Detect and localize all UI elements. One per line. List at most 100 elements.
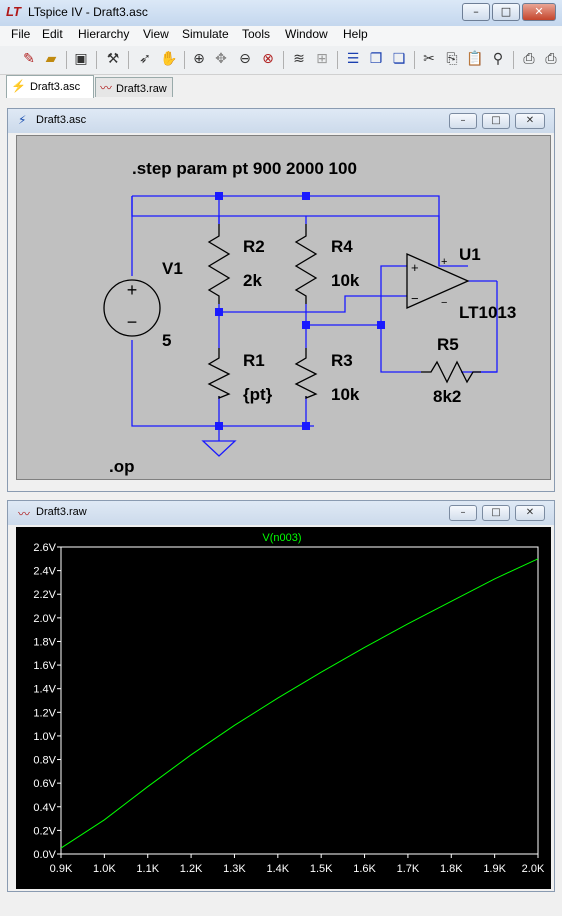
app-title-bar: LT LTspice IV - Draft3.asc – □ ✕ xyxy=(0,0,562,26)
waveform-window-title: Draft3.raw xyxy=(36,506,87,518)
y-tick-label: 2.6V xyxy=(33,542,56,554)
trace-v-n003[interactable] xyxy=(60,558,539,849)
x-tick-label: 1.0K xyxy=(93,863,116,875)
cascade-icon[interactable]: ❐ xyxy=(369,51,383,67)
x-tick-label: 1.5K xyxy=(310,863,333,875)
schematic-drawing[interactable]: + − + − + − xyxy=(17,136,550,479)
autorange-icon[interactable]: ≋ xyxy=(293,51,305,67)
tab-draft3-asc[interactable]: ⚡Draft3.asc xyxy=(6,75,94,98)
schematic-icon: ⚡ xyxy=(11,79,26,93)
tab-label: Draft3.asc xyxy=(29,81,81,93)
document-tabs: ⚡Draft3.asc 〰Draft3.raw xyxy=(0,75,562,99)
y-tick-label: 1.8V xyxy=(33,636,56,648)
schematic-window-title-bar: ⚡ Draft3.asc – □ ✕ xyxy=(8,109,554,133)
toolbar-separator xyxy=(337,51,338,69)
x-tick-label: 1.9K xyxy=(483,863,506,875)
schematic-close-button[interactable]: ✕ xyxy=(515,113,545,129)
tile-vertical-icon[interactable]: ❏ xyxy=(392,51,406,67)
op-directive[interactable]: .op xyxy=(109,457,135,476)
paste-icon[interactable]: 📋 xyxy=(466,51,484,67)
v1-source[interactable]: + − xyxy=(103,196,161,337)
plot-settings-icon[interactable]: ⊞ xyxy=(316,51,328,67)
y-tick-label: 0.0V xyxy=(33,849,56,861)
menu-tools[interactable]: Tools xyxy=(242,27,271,41)
y-tick-label: 1.0V xyxy=(33,731,56,743)
y-tick-label: 2.0V xyxy=(33,613,56,625)
toolbar-separator xyxy=(283,51,284,69)
x-tick-label: 2.0K xyxy=(522,863,545,875)
waveform-minimize-button[interactable]: – xyxy=(449,505,477,521)
plot-frame xyxy=(60,546,539,855)
maximize-button[interactable]: □ xyxy=(492,3,520,21)
close-button[interactable]: ✕ xyxy=(522,3,556,21)
y-tick-label: 0.2V xyxy=(33,825,56,837)
halt-icon[interactable]: ✋ xyxy=(160,51,178,67)
junction-dots xyxy=(215,192,385,430)
r5-resistor[interactable] xyxy=(421,360,481,384)
menu-help[interactable]: Help xyxy=(343,27,368,41)
waveform-icon: 〰 xyxy=(100,81,113,95)
toolbar-separator xyxy=(414,51,415,69)
cut-icon[interactable]: ✂ xyxy=(423,51,435,67)
r1-value: {pt} xyxy=(243,385,273,404)
x-tick-label: 1.4K xyxy=(266,863,289,875)
print-icon[interactable]: ⎙ xyxy=(545,51,557,67)
menu-view[interactable]: View xyxy=(143,27,169,41)
run-icon[interactable]: ➶ xyxy=(139,51,151,67)
schematic-minimize-button[interactable]: – xyxy=(449,113,477,129)
menu-bar: File Edit Hierarchy View Simulate Tools … xyxy=(0,26,562,46)
step-directive[interactable]: .step param pt 900 2000 100 xyxy=(132,159,357,178)
schematic-canvas[interactable]: + − + − + − xyxy=(16,135,551,480)
schematic-window-title: Draft3.asc xyxy=(36,114,87,126)
minimize-button[interactable]: – xyxy=(462,3,490,21)
series-label[interactable]: V(n003) xyxy=(262,532,301,544)
waveform-close-button[interactable]: ✕ xyxy=(515,505,545,521)
menu-window[interactable]: Window xyxy=(285,27,328,41)
r5-value: 8k2 xyxy=(433,387,461,406)
y-tick-label: 2.4V xyxy=(33,566,56,578)
r3-resistor[interactable] xyxy=(294,348,318,399)
y-tick-label: 1.4V xyxy=(33,684,56,696)
open-icon[interactable]: ▰ xyxy=(45,51,57,67)
find-icon[interactable]: ⚲ xyxy=(492,51,504,67)
opamp-vplus-pin: + xyxy=(441,256,447,268)
toolbar: ✎ ▰ ▣ ⚒ ➶ ✋ ⊕ ✥ ⊖ ⊗ ≋ ⊞ ☰ ❐ ❏ ✂ ⎘ 📋 ⚲ ⎙ … xyxy=(0,46,562,75)
y-tick-label: 1.2V xyxy=(33,707,56,719)
v1-minus-sign: − xyxy=(127,312,138,332)
toolbar-separator xyxy=(66,51,67,69)
new-schematic-icon[interactable]: ✎ xyxy=(23,51,35,67)
tab-label: Draft3.raw xyxy=(116,83,167,95)
r5-name: R5 xyxy=(437,335,459,354)
save-icon[interactable]: ▣ xyxy=(74,51,88,67)
waveform-maximize-button[interactable]: □ xyxy=(482,505,510,521)
waveform-icon: 〰 xyxy=(18,507,31,521)
tab-draft3-raw[interactable]: 〰Draft3.raw xyxy=(95,77,173,97)
x-tick-label: 1.3K xyxy=(223,863,246,875)
menu-simulate[interactable]: Simulate xyxy=(182,27,229,41)
tile-horizontal-icon[interactable]: ☰ xyxy=(346,51,360,67)
print-setup-icon[interactable]: ⎙ xyxy=(523,51,535,67)
control-panel-icon[interactable]: ⚒ xyxy=(106,51,120,67)
r4-resistor[interactable] xyxy=(294,224,318,304)
r1-name: R1 xyxy=(243,351,265,370)
schematic-window: ⚡ Draft3.asc – □ ✕ xyxy=(7,108,555,492)
zoom-in-icon[interactable]: ⊕ xyxy=(193,51,205,67)
waveform-chart[interactable]: V(n003) 0.0V0.2V0.4V0.6V0.8V1.0V1.2V1.4V… xyxy=(16,527,551,889)
r1-resistor[interactable] xyxy=(207,348,231,399)
pan-icon[interactable]: ✥ xyxy=(215,51,227,67)
u1-opamp[interactable]: + − + − xyxy=(406,253,470,309)
zoom-out-icon[interactable]: ⊖ xyxy=(239,51,251,67)
x-tick-label: 1.2K xyxy=(180,863,203,875)
u1-value: LT1013 xyxy=(459,303,516,322)
schematic-maximize-button[interactable]: □ xyxy=(482,113,510,129)
menu-edit[interactable]: Edit xyxy=(42,27,63,41)
menu-file[interactable]: File xyxy=(11,27,31,41)
zoom-cancel-icon[interactable]: ⊗ xyxy=(262,51,274,67)
r4-name: R4 xyxy=(331,237,353,256)
menu-hierarchy[interactable]: Hierarchy xyxy=(78,27,130,41)
copy-icon[interactable]: ⎘ xyxy=(446,51,458,67)
r2-resistor[interactable] xyxy=(207,224,231,304)
